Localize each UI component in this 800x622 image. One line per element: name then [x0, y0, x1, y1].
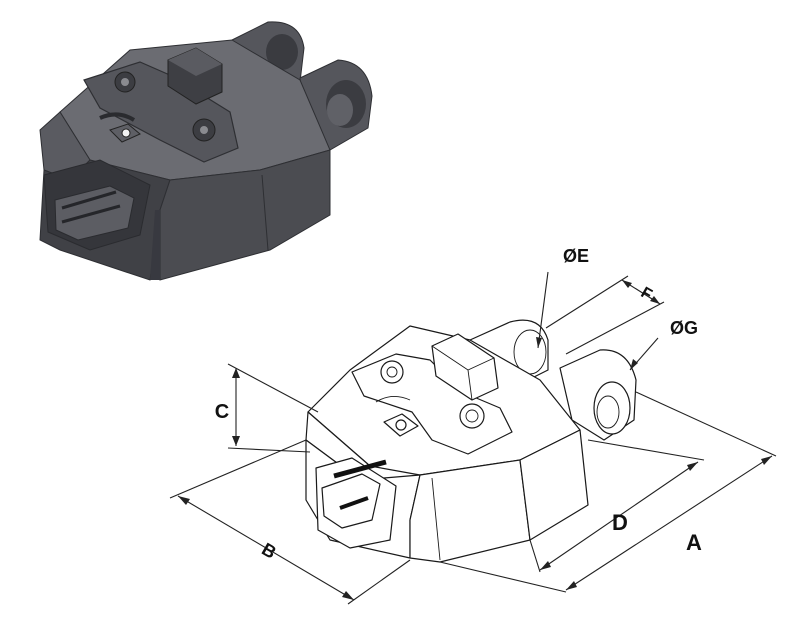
dim-label-b: B — [258, 539, 279, 563]
dim-label-e: ØE — [563, 246, 589, 266]
shaded-gripper-render — [39, 21, 373, 281]
dimension-g: ØG — [629, 318, 698, 371]
dim-label-c: C — [215, 401, 229, 423]
dimension-e: ØE — [536, 246, 589, 349]
dim-label-d: D — [612, 510, 628, 535]
dimension-d: D — [529, 439, 705, 573]
dimension-c: C — [215, 363, 319, 453]
dimension-a: A — [439, 391, 777, 593]
dim-label-g: ØG — [670, 318, 698, 338]
dim-label-a: A — [686, 530, 702, 555]
dimension-f: F — [545, 275, 665, 355]
dimensioned-line-drawing: C B D A — [169, 246, 777, 605]
